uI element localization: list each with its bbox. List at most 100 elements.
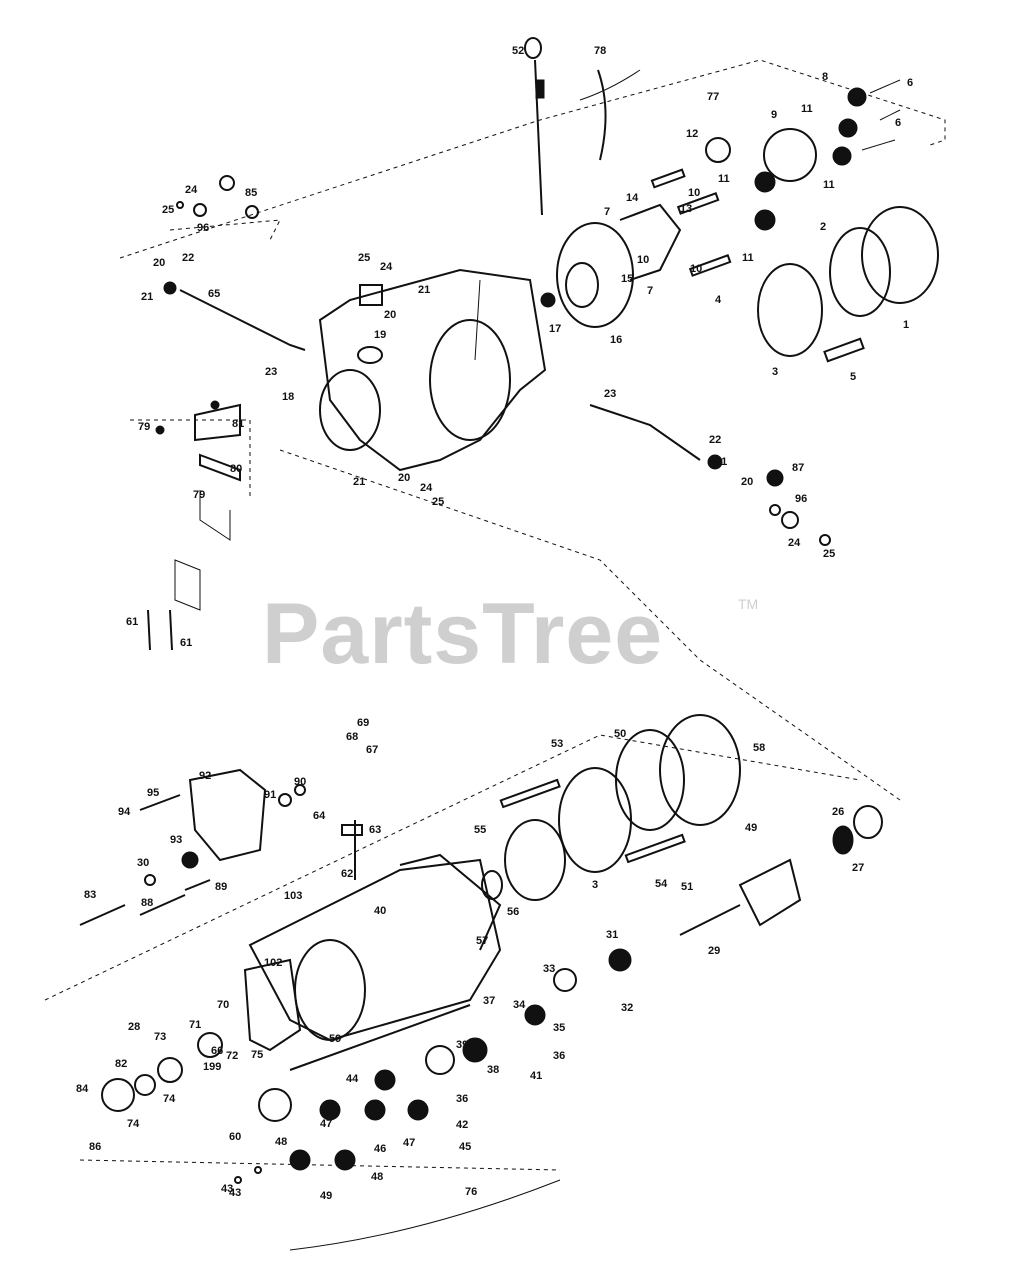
callout-label: 23 [604,388,616,400]
trademark-symbol: TM [738,596,759,612]
callout-label: 34 [513,999,526,1011]
callout-label: 23 [265,366,277,378]
partstree-watermark: PartsTree [262,586,664,682]
callout-label: 53 [551,738,563,750]
callout-label: 36 [456,1093,468,1105]
callout-label: 11 [801,103,813,115]
callout-label: 21 [715,456,727,468]
callout-label: 77 [707,91,719,103]
callout-label: 10 [688,187,700,199]
callout-label: 78 [594,45,606,57]
callout-label: 9 [771,109,777,121]
callout-label: 81 [232,418,244,430]
callout-label: 20 [741,476,753,488]
callout-label: 3 [772,366,778,378]
callout-label: 63 [369,824,381,836]
callout-label: 2 [820,221,826,233]
callout-label: 65 [208,288,220,300]
callout-label: 89 [215,881,227,893]
callout-label: 85 [245,187,257,199]
callout-label: 95 [147,787,159,799]
callout-label: 74 [163,1093,176,1105]
callout-label: 17 [549,323,561,335]
callout-label: 43 [229,1187,241,1199]
callout-label: 67 [366,744,378,756]
callout-label: 47 [403,1137,415,1149]
callout-label: 20 [398,472,410,484]
callout-label: 102 [264,957,282,969]
callout-label: 25 [162,204,174,216]
callout-label: 92 [199,770,211,782]
callout-label: 75 [251,1049,263,1061]
callout-label: 69 [357,717,369,729]
callout-label: 52 [512,45,524,57]
callout-label: 14 [626,192,639,204]
callout-label: 31 [606,929,618,941]
callout-label: 11 [718,173,730,185]
callout-label: 24 [380,261,393,273]
callout-label: 21 [353,476,365,488]
callout-label: 82 [115,1058,127,1070]
callout-label: 24 [420,482,433,494]
callout-label: 10 [690,263,702,275]
callout-label: 43 [221,1183,233,1195]
callout-label: 47 [320,1118,332,1130]
callout-label: 71 [189,1019,201,1031]
callout-label: 60 [229,1131,241,1143]
callout-label: 50 [614,728,626,740]
callout-label: 96 [795,493,807,505]
callout-label: 79 [138,421,150,433]
callout-label: 51 [681,881,693,893]
callout-label: 24 [788,537,801,549]
bottom-assembly [79,714,883,1184]
callout-label: 26 [832,806,844,818]
callout-label: 80 [230,463,242,475]
callout-label: 25 [823,548,835,560]
top-assembly [147,37,939,651]
callout-label: 199 [203,1061,221,1073]
callout-label: 61 [126,616,138,628]
callout-label: 8 [822,71,828,83]
callout-label: 61 [180,637,192,649]
callout-label: 68 [346,731,358,743]
callout-label: 6 [895,117,901,129]
callout-label: 96 [197,222,209,234]
callout-label: 83 [84,889,96,901]
callout-label: 4 [715,294,722,306]
callout-label: 7 [647,285,653,297]
callout-label: 73 [154,1031,166,1043]
callout-label: 19 [374,329,386,341]
callout-label: 46 [374,1143,386,1155]
callout-label: 56 [507,906,519,918]
callout-label: 57 [476,935,488,947]
callout-label: 74 [127,1118,140,1130]
callout-label: 49 [745,822,757,834]
callout-label: 21 [141,291,153,303]
callout-label: 84 [76,1083,89,1095]
callout-label: 91 [264,789,276,801]
callout-label: 30 [137,857,149,869]
callout-label: 39 [456,1039,468,1051]
callout-label: 37 [483,995,495,1007]
callout-label: 24 [185,184,198,196]
callout-label: 22 [182,252,194,264]
callout-label: 6 [907,77,913,89]
callout-label: 76 [465,1186,477,1198]
callout-label: 64 [313,810,326,822]
callout-label: 10 [637,254,649,266]
callout-label: 72 [226,1050,238,1062]
callout-label: 11 [823,179,835,191]
callout-label: 12 [686,128,698,140]
callout-label: 3 [592,879,598,891]
callout-label: 22 [709,434,721,446]
callout-label: 32 [621,1002,633,1014]
callout-label: 15 [621,273,633,285]
callout-label: 55 [474,824,486,836]
callout-label: 13 [680,203,692,215]
callout-label: 29 [708,945,720,957]
callout-label: 44 [367,1099,380,1111]
callout-labels: 1 2 3 3 4 5 6 6 7 7 8 9 10 10 10 11 11 1… [76,45,913,1202]
callout-label: 28 [128,1021,140,1033]
callout-label: 16 [610,334,622,346]
